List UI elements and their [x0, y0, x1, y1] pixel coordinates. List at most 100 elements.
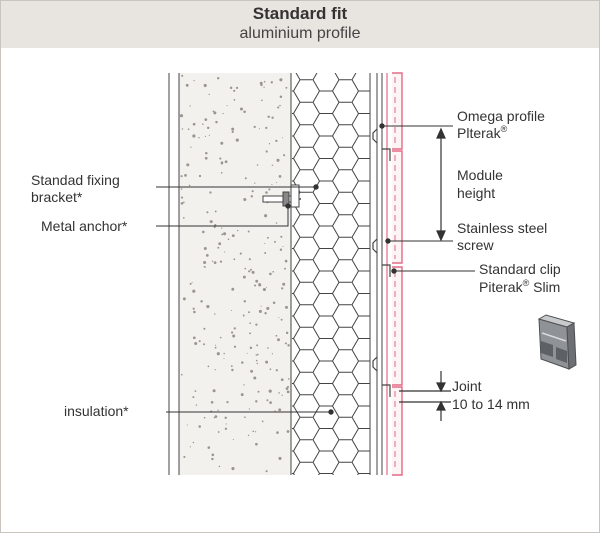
concrete-speckle [251, 190, 254, 193]
concrete-speckle [267, 115, 270, 119]
concrete-speckle [233, 345, 237, 348]
concrete-speckle [281, 394, 283, 397]
concrete-speckle [214, 210, 217, 213]
concrete-speckle [278, 392, 280, 394]
concrete-speckle [214, 313, 216, 315]
concrete-speckle [271, 353, 274, 355]
concrete-speckle [230, 309, 233, 312]
concrete-speckle [217, 431, 220, 433]
concrete-speckle [231, 127, 235, 131]
concrete-speckle [254, 431, 257, 433]
concrete-speckle [265, 191, 268, 194]
cladding-board [392, 72, 403, 150]
concrete-speckle [192, 307, 195, 310]
concrete-speckle [192, 134, 196, 138]
concrete-speckle [203, 247, 207, 250]
label-screw-line1: Stainless steel [457, 220, 547, 236]
concrete-speckle [263, 86, 265, 88]
concrete-speckle [224, 251, 226, 253]
concrete-speckle [217, 246, 220, 249]
concrete-speckle [227, 238, 230, 240]
diagram-title: Standard fit [252, 4, 348, 23]
concrete-speckle [216, 352, 220, 356]
concrete-speckle [187, 128, 190, 131]
concrete-speckle [203, 327, 206, 330]
concrete-speckle [203, 416, 206, 419]
concrete-speckle [241, 361, 244, 364]
concrete-speckle [250, 268, 252, 271]
concrete-speckle [225, 423, 227, 425]
concrete-speckle [271, 183, 273, 186]
concrete-speckle [226, 400, 229, 404]
concrete-speckle [232, 334, 236, 338]
concrete-speckle [268, 389, 272, 393]
concrete-speckle [252, 430, 255, 433]
concrete-speckle [264, 252, 267, 254]
concrete-speckle [180, 373, 183, 376]
concrete-speckle [220, 162, 223, 165]
concrete-speckle [285, 86, 288, 89]
concrete-speckle [259, 81, 263, 85]
concrete-speckle [265, 360, 269, 364]
concrete-speckle [223, 232, 227, 236]
concrete-speckle [182, 297, 186, 301]
concrete-speckle [240, 393, 244, 397]
label-clip-line2: Piterak® Slim [479, 278, 560, 295]
concrete-speckle [243, 384, 245, 386]
concrete-speckle [268, 188, 271, 191]
concrete-speckles [179, 74, 290, 473]
concrete-speckle [203, 260, 207, 265]
label-bracket-line1: Standad fixing [31, 172, 120, 188]
concrete-speckle [287, 344, 290, 347]
concrete-speckle [181, 74, 184, 77]
concrete-speckle [284, 267, 286, 270]
concrete-speckle [211, 453, 215, 457]
concrete-speckle [204, 266, 206, 268]
concrete-speckle [224, 416, 227, 420]
label-omega-name: Plterak [457, 125, 502, 141]
concrete-speckle [271, 164, 274, 166]
concrete-speckle [223, 358, 225, 360]
concrete-speckle [254, 182, 256, 184]
concrete-speckle [209, 191, 212, 194]
concrete-speckle [280, 378, 284, 382]
concrete-speckle [283, 154, 286, 157]
label-module-line2: height [457, 185, 495, 201]
concrete-speckle [255, 354, 258, 356]
concrete-speckle [278, 317, 280, 319]
concrete-speckle [267, 347, 269, 349]
concrete-speckle [190, 146, 192, 148]
concrete-speckle [224, 160, 228, 164]
concrete-speckle [194, 342, 198, 345]
concrete-speckle [249, 322, 251, 325]
concrete-speckle [211, 457, 214, 461]
concrete-speckle [264, 242, 266, 244]
concrete-speckle [230, 365, 233, 367]
concrete-speckle [244, 416, 246, 419]
concrete-speckle [266, 399, 269, 402]
concrete-speckle [279, 248, 283, 251]
concrete-speckle [208, 93, 210, 96]
cladding-board [392, 150, 403, 264]
concrete-speckle [180, 175, 183, 178]
concrete-speckle [279, 95, 283, 99]
concrete-speckle [237, 229, 239, 232]
concrete-speckle [204, 118, 208, 121]
concrete-speckle [264, 312, 267, 315]
concrete-speckle [253, 376, 257, 380]
concrete-speckle [282, 282, 286, 286]
concrete-speckle [211, 260, 214, 262]
concrete-speckle [231, 287, 235, 291]
concrete-speckle [179, 114, 184, 118]
concrete-speckle [183, 455, 186, 458]
concrete-speckle [278, 175, 282, 178]
concrete-speckle [274, 240, 276, 243]
concrete-speckle [242, 275, 246, 279]
concrete-speckle [265, 150, 268, 153]
concrete-speckle [233, 89, 236, 92]
concrete-speckle [255, 400, 258, 403]
leader-lines [156, 123, 475, 415]
concrete-speckle [214, 346, 217, 349]
concrete-speckle [191, 281, 193, 283]
